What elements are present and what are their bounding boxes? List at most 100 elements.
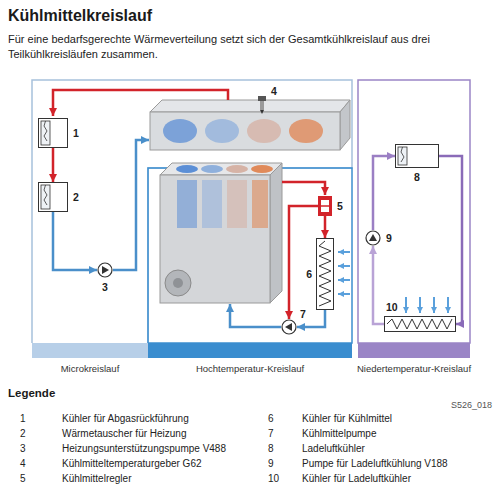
callout-number: 4 <box>271 84 277 98</box>
cylinder-top <box>201 165 223 173</box>
hx-symbol <box>38 182 68 212</box>
cylinder-bore <box>202 180 222 228</box>
legend-text: Kühlmittelpumpe <box>302 427 376 441</box>
region-bar <box>358 343 470 358</box>
block-front <box>160 175 270 303</box>
symbol-part <box>282 320 296 334</box>
coolant-line <box>53 90 228 116</box>
symbol-part <box>398 147 407 165</box>
chamber <box>205 119 239 143</box>
coolant-line <box>324 216 327 238</box>
chamber <box>247 119 281 143</box>
air-arrow <box>338 279 350 281</box>
pulley-hub <box>173 278 183 288</box>
region-outline <box>148 168 352 343</box>
legend-number: 2 <box>20 427 26 441</box>
component: 8 <box>395 144 439 168</box>
air-arrow <box>338 293 350 295</box>
chamber <box>289 119 323 143</box>
symbol-part <box>39 119 68 148</box>
legend-heading: Legende <box>8 386 55 400</box>
pulley <box>165 270 191 296</box>
symbol-part <box>98 263 112 277</box>
component: 9 <box>365 230 381 246</box>
callout-number: 7 <box>300 307 306 321</box>
pump-symbol <box>281 319 297 335</box>
engine-block <box>160 163 282 303</box>
symbol-part <box>387 319 452 329</box>
symbol-part <box>102 266 109 274</box>
title: Kühlmittelkreislauf <box>8 6 488 26</box>
circuit-region: Niedertemperatur-Kreislauf8910 <box>358 80 470 358</box>
head-front <box>150 112 340 150</box>
symbol-part <box>285 323 292 331</box>
coolant-line <box>53 212 97 270</box>
coolant-line <box>289 206 318 319</box>
air-arrow <box>338 251 350 253</box>
reg-symbol <box>318 196 332 216</box>
cylinder-bore <box>252 180 268 228</box>
callout-number: 6 <box>306 267 312 281</box>
symbol-part <box>366 231 380 245</box>
chamber <box>163 119 197 143</box>
symbol-part <box>41 185 50 209</box>
symbol-part <box>260 101 264 110</box>
legend-number: 9 <box>268 457 274 471</box>
legend-number: 3 <box>20 442 26 456</box>
callout-number: 5 <box>337 199 343 213</box>
region-label: Microkreislauf <box>61 362 120 376</box>
cylinder-bore <box>177 180 197 228</box>
region-outline <box>32 80 352 343</box>
coolant-line <box>373 156 395 230</box>
head-top <box>150 100 350 112</box>
legend-text: Kühler für Abgasrückführung <box>62 412 189 426</box>
symbol-part <box>258 96 266 101</box>
callout-number: 2 <box>73 190 79 204</box>
cylinder-top <box>226 165 248 173</box>
head-side <box>340 100 350 150</box>
air-arrow <box>338 265 350 267</box>
block-top <box>160 163 282 175</box>
component: 6 <box>316 238 334 310</box>
legend-number: 7 <box>268 427 274 441</box>
cylinder-bore <box>227 180 247 228</box>
symbol-part <box>260 110 264 114</box>
legend-text: Kühler für Kühlmittel <box>302 412 392 426</box>
coolant-line <box>52 148 55 182</box>
symbol-part <box>319 241 331 306</box>
legend-text: Kühlmitteltemperaturgeber G62 <box>62 457 202 471</box>
component: 4 <box>256 96 268 114</box>
cylinder-top <box>176 165 198 173</box>
region-bar <box>148 343 352 358</box>
coolant-line <box>373 246 384 324</box>
region-label: Hochtemperatur-Kreislauf <box>196 362 304 376</box>
hx-symbol <box>395 144 439 168</box>
region-outline <box>358 80 470 343</box>
callout-number: 9 <box>386 231 392 245</box>
pump-symbol <box>365 230 381 246</box>
callout-number: 10 <box>386 300 398 314</box>
component: 5 <box>318 196 332 216</box>
legend-text: Pumpe für Ladeluftkühlung V188 <box>302 457 448 471</box>
air-flow <box>338 252 448 313</box>
figure-code: S526_018 <box>451 398 492 412</box>
symbol-part <box>44 121 47 141</box>
hx-symbol <box>38 118 68 148</box>
legend-number: 8 <box>268 442 274 456</box>
callout-number: 8 <box>414 170 420 184</box>
block-side <box>270 163 282 303</box>
symbol-part <box>321 205 329 207</box>
symbol-part <box>39 183 68 212</box>
coolant-line <box>113 140 149 270</box>
component: 10 <box>384 316 456 332</box>
symbol-part <box>369 234 377 241</box>
pump-symbol <box>97 262 113 278</box>
air-arrow <box>419 297 421 313</box>
legend-number: 5 <box>20 472 26 486</box>
component: 2 <box>38 182 68 212</box>
air-arrow <box>405 297 407 313</box>
symbol-part <box>321 200 329 212</box>
symbol-part <box>396 145 439 168</box>
coolant-line <box>439 156 462 324</box>
